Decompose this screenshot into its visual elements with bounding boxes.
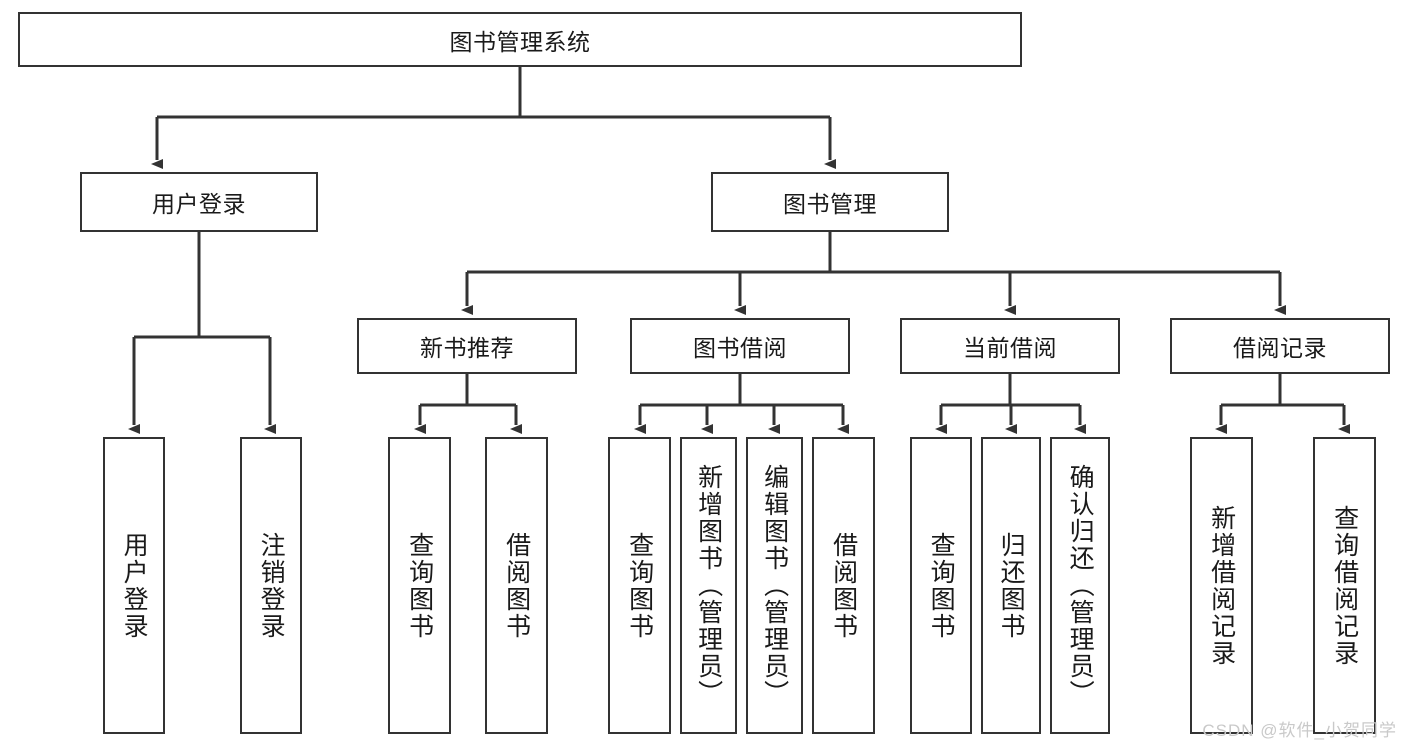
node-label: 用户登录	[120, 531, 149, 640]
node-user-login[interactable]: 用户登录	[80, 172, 318, 232]
leaf-query-books-current[interactable]: 查询图书	[910, 437, 972, 734]
node-label: 图书借阅	[693, 335, 787, 361]
node-label: 新增借阅记录	[1207, 504, 1236, 667]
leaf-confirm-return-admin[interactable]: 确认归还（管理员）	[1050, 437, 1110, 734]
leaf-add-book-admin[interactable]: 新增图书（管理员）	[680, 437, 737, 734]
node-root-system[interactable]: 图书管理系统	[18, 12, 1022, 67]
leaf-borrow-books-recommend[interactable]: 借阅图书	[485, 437, 548, 734]
leaf-query-borrow-record[interactable]: 查询借阅记录	[1313, 437, 1376, 734]
node-label: 查询图书	[405, 531, 434, 640]
node-label: 用户登录	[152, 191, 246, 217]
node-borrow-records[interactable]: 借阅记录	[1170, 318, 1390, 374]
node-label: 新书推荐	[420, 335, 514, 361]
leaf-edit-book-admin[interactable]: 编辑图书（管理员）	[746, 437, 803, 734]
node-new-book-recommend[interactable]: 新书推荐	[357, 318, 577, 374]
node-label: 图书管理系统	[449, 28, 591, 55]
leaf-query-books-borrow[interactable]: 查询图书	[608, 437, 671, 734]
node-label: 归还图书	[997, 531, 1026, 640]
leaf-borrow-books-borrow[interactable]: 借阅图书	[812, 437, 875, 734]
node-label: 借阅记录	[1233, 335, 1327, 361]
node-label: 新增图书（管理员）	[694, 464, 723, 707]
leaf-return-books[interactable]: 归还图书	[981, 437, 1041, 734]
leaf-logout[interactable]: 注销登录	[240, 437, 302, 734]
node-label: 编辑图书（管理员）	[760, 464, 789, 707]
node-label: 借阅图书	[829, 531, 858, 640]
node-book-borrow[interactable]: 图书借阅	[630, 318, 850, 374]
node-label: 查询借阅记录	[1330, 504, 1359, 667]
watermark: CSDN @软件_小贺同学	[1202, 721, 1397, 740]
node-label: 当前借阅	[963, 335, 1057, 361]
node-current-borrow[interactable]: 当前借阅	[900, 318, 1120, 374]
leaf-user-login[interactable]: 用户登录	[103, 437, 165, 734]
leaf-query-books-recommend[interactable]: 查询图书	[388, 437, 451, 734]
node-label: 查询图书	[625, 531, 654, 640]
node-book-management[interactable]: 图书管理	[711, 172, 949, 232]
node-label: 注销登录	[257, 531, 286, 640]
node-label: 借阅图书	[502, 531, 531, 640]
node-label: 图书管理	[783, 191, 877, 217]
leaf-add-borrow-record[interactable]: 新增借阅记录	[1190, 437, 1253, 734]
node-label: 查询图书	[927, 531, 956, 640]
node-label: 确认归还（管理员）	[1066, 464, 1095, 707]
